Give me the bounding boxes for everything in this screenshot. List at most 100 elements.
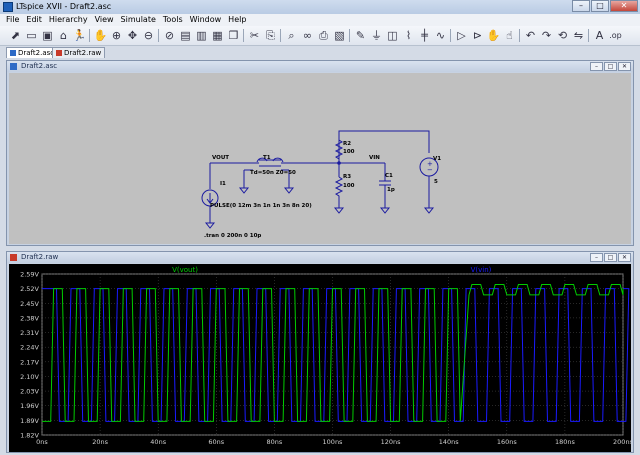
waveform-minimize-button[interactable]: –: [590, 253, 603, 262]
waveform-close-button[interactable]: ✕: [618, 253, 631, 262]
label-c1-value: 1p: [387, 187, 395, 193]
waveform-window-title: Draft2.raw: [21, 253, 59, 261]
save-icon[interactable]: ▣: [42, 29, 53, 42]
drag-icon[interactable]: ☝: [506, 29, 513, 42]
wire-icon[interactable]: ✎: [355, 29, 366, 42]
capacitor-icon[interactable]: ╪: [421, 29, 428, 42]
cut-icon[interactable]: ✂: [249, 29, 260, 42]
print-icon[interactable]: ⎙: [319, 29, 328, 42]
window-title: LTspice XVII - Draft2.asc: [16, 2, 112, 11]
toolbar-separator: [158, 29, 159, 42]
move-icon[interactable]: ✋: [486, 29, 501, 42]
run-icon[interactable]: 🏃: [72, 29, 87, 42]
ground-icon[interactable]: ⏚: [371, 29, 382, 42]
menu-hierarchy[interactable]: Hierarchy: [48, 15, 88, 24]
menu-window[interactable]: Window: [189, 15, 222, 24]
spice-directive-icon[interactable]: .op: [609, 31, 622, 40]
toolbar-separator: [280, 29, 281, 42]
trace-label-vout[interactable]: V(vout): [172, 266, 198, 274]
close-button[interactable]: ✕: [610, 0, 638, 12]
redo-icon[interactable]: ↷: [541, 29, 552, 42]
menu-edit[interactable]: Edit: [26, 15, 42, 24]
waveform-restore-button[interactable]: □: [604, 253, 617, 262]
x-tick-label: 80ns: [267, 438, 283, 446]
mirror-icon[interactable]: ⇋: [573, 29, 584, 42]
menu-tools[interactable]: Tools: [162, 15, 183, 24]
toolbar-separator: [519, 29, 520, 42]
schematic-doc-icon: [10, 63, 17, 70]
toolbar-separator: [349, 29, 350, 42]
x-tick-label: 40ns: [150, 438, 166, 446]
x-tick-label: 100ns: [323, 438, 344, 446]
maximize-button[interactable]: □: [591, 0, 609, 12]
label-t1: T1: [263, 155, 271, 161]
pan-icon[interactable]: ✥: [127, 29, 138, 42]
menu-simulate[interactable]: Simulate: [120, 15, 156, 24]
zoom-out-icon[interactable]: ⊖: [143, 29, 154, 42]
toolbar-separator: [89, 29, 90, 42]
halt-icon[interactable]: ✋: [93, 29, 108, 42]
label-v1: V1: [433, 156, 441, 162]
trace-vout[interactable]: [42, 284, 624, 422]
trace-vin[interactable]: [42, 288, 630, 422]
print-preview-icon[interactable]: ▧: [334, 29, 345, 42]
y-tick-label: 2.52V: [20, 285, 39, 293]
schematic-canvas[interactable]: + − VOUT VIN T1 Td=50n Z0=50 I1: [9, 73, 631, 244]
resistor-icon[interactable]: ⌇: [405, 29, 412, 42]
tab-draft2-raw[interactable]: Draft2.raw: [52, 47, 106, 58]
binoculars-icon[interactable]: ∞: [302, 29, 313, 42]
capacitor-c1-symbol: [379, 163, 391, 208]
cascade-icon[interactable]: ❐: [228, 29, 239, 42]
toolbar-separator: [243, 29, 244, 42]
waveform-titlebar: Draft2.raw – □ ✕: [7, 252, 633, 263]
x-tick-label: 120ns: [381, 438, 402, 446]
resistor-r3-symbol: [334, 176, 344, 208]
spice-directive[interactable]: .tran 0 200n 0 10p: [204, 233, 261, 239]
component-icon[interactable]: ⊳: [472, 29, 483, 42]
trace-label-vin[interactable]: V(vin): [471, 266, 492, 274]
waveform-doc-icon: [56, 50, 62, 56]
menu-view[interactable]: View: [94, 15, 114, 24]
y-tick-label: 2.10V: [20, 373, 39, 381]
undo-icon[interactable]: ↶: [525, 29, 536, 42]
diode-icon[interactable]: ▷: [457, 29, 466, 42]
autorange-icon[interactable]: ▤: [180, 29, 191, 42]
schematic-restore-button[interactable]: □: [604, 62, 617, 71]
copy-icon[interactable]: ⎘: [266, 29, 275, 42]
tile-horizontal-icon[interactable]: ▥: [196, 29, 207, 42]
control-panel-icon[interactable]: ⌂: [60, 29, 67, 42]
text-icon[interactable]: A: [595, 29, 604, 42]
waveform-doc-icon: [10, 254, 17, 261]
schematic-doc-icon: [10, 50, 16, 56]
schematic-minimize-button[interactable]: –: [590, 62, 603, 71]
menu-file[interactable]: File: [6, 15, 20, 24]
label-c1: C1: [385, 173, 393, 179]
zoom-fit-icon[interactable]: ⊘: [164, 29, 175, 42]
x-tick-label: 0ns: [36, 438, 48, 446]
waveform-plot[interactable]: 2.59V2.52V2.45V2.38V2.31V2.24V2.17V2.10V…: [9, 264, 633, 452]
minimize-button[interactable]: –: [572, 0, 590, 12]
zoom-in-icon[interactable]: ⊕: [111, 29, 122, 42]
schematic-window: Draft2.asc – □ ✕: [6, 60, 634, 246]
rotate-icon[interactable]: ⟲: [557, 29, 568, 42]
y-tick-label: 2.45V: [20, 300, 39, 308]
toolbar: ⬈▭▣⌂🏃✋⊕✥⊖⊘▤▥▦❐✂⎘⌕∞⎙▧✎⏚◫⌇╪∿▷⊳✋☝↶↷⟲⇋A.op: [0, 26, 640, 46]
menu-bar: File Edit Hierarchy View Simulate Tools …: [0, 14, 640, 26]
inductor-icon[interactable]: ∿: [435, 29, 446, 42]
find-icon[interactable]: ⌕: [288, 29, 295, 42]
tab-draft2-asc[interactable]: Draft2.asc: [6, 47, 59, 58]
open-icon[interactable]: ▭: [26, 29, 37, 42]
label-r3: R3: [343, 174, 351, 180]
svg-text:+: +: [427, 160, 433, 168]
schematic-close-button[interactable]: ✕: [618, 62, 631, 71]
label-icon[interactable]: ◫: [387, 29, 398, 42]
new-schematic-icon[interactable]: ⬈: [10, 29, 21, 42]
y-tick-label: 2.38V: [20, 314, 39, 322]
label-r2: R2: [343, 141, 351, 147]
y-tick-label: 2.17V: [20, 358, 39, 366]
menu-help[interactable]: Help: [228, 15, 247, 24]
tile-vertical-icon[interactable]: ▦: [212, 29, 223, 42]
